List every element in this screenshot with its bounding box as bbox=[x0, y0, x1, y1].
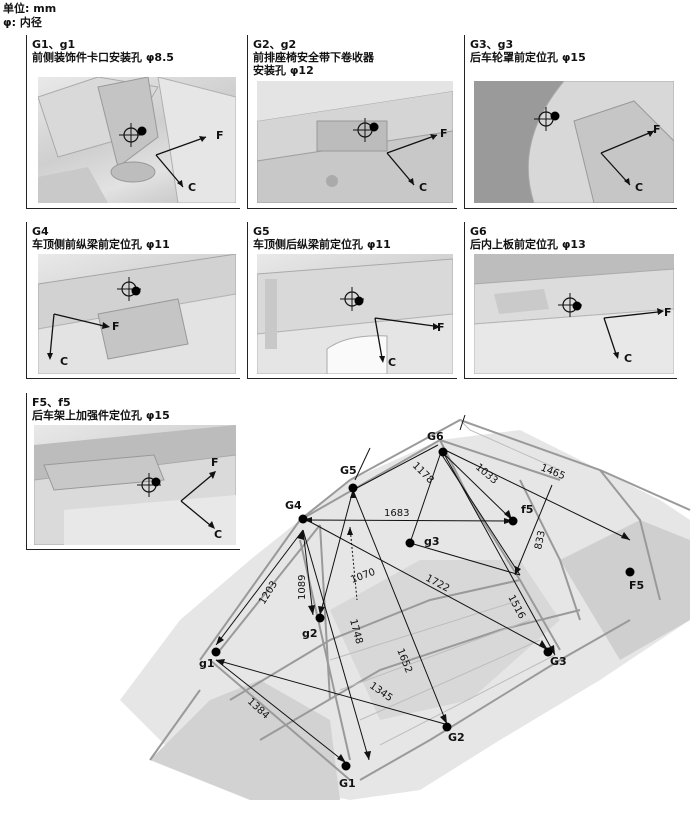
point-label-G4: G4 bbox=[285, 499, 302, 512]
panel-g4-title: G4 车顶侧前纵梁前定位孔 φ11 bbox=[32, 225, 170, 251]
panel-f5-photo bbox=[34, 425, 236, 545]
panel-f5-frame bbox=[26, 393, 240, 550]
panel-g1: G1、g1 前侧装饰件卡口安装孔 φ8.5 F C bbox=[26, 35, 241, 210]
panel-g3-id: G3、g3 bbox=[470, 38, 514, 51]
panel-g1-id: G1、g1 bbox=[32, 38, 76, 51]
panel-g4: G4 车顶侧前纵梁前定位孔 φ11 F C bbox=[26, 222, 241, 380]
panel-g4-id: G4 bbox=[32, 225, 49, 238]
panel-g5-frame bbox=[247, 222, 457, 379]
panel-g4-desc: 车顶侧前纵梁前定位孔 φ11 bbox=[32, 238, 170, 251]
panel-g6: G6 后内上板前定位孔 φ13 F C bbox=[464, 222, 694, 380]
phi-legend: φ: 内径 bbox=[3, 16, 42, 29]
panel-g4-marker bbox=[47, 277, 141, 360]
point-label-f5: f5 bbox=[521, 503, 533, 516]
point-label-G6: G6 bbox=[427, 430, 444, 443]
point-label-G2: G2 bbox=[448, 731, 465, 744]
panel-g6-frame bbox=[464, 222, 677, 379]
axis-f-label: F bbox=[653, 123, 661, 136]
panel-g6-desc: 后内上板前定位孔 φ13 bbox=[470, 238, 586, 251]
panel-g1-desc: 前侧装饰件卡口安装孔 φ8.5 bbox=[32, 51, 174, 64]
axis-f-label: F bbox=[437, 321, 445, 334]
panel-g2-photo bbox=[257, 81, 453, 203]
panel-g6-marker bbox=[558, 293, 664, 359]
panel-g3-title: G3、g3 后车轮罩前定位孔 φ15 bbox=[470, 38, 586, 64]
point-label-G3: G3 bbox=[550, 655, 567, 668]
axis-f-label: F bbox=[216, 129, 224, 142]
panel-g5-id: G5 bbox=[253, 225, 270, 238]
panel-g1-title: G1、g1 前侧装饰件卡口安装孔 φ8.5 bbox=[32, 38, 174, 64]
panel-g3-marker bbox=[534, 107, 655, 186]
panel-g2-marker bbox=[353, 118, 438, 186]
point-label-g3: g3 bbox=[424, 535, 440, 548]
panel-g5-title: G5 车顶侧后纵梁前定位孔 φ11 bbox=[253, 225, 391, 251]
panel-g4-frame bbox=[26, 222, 240, 379]
panel-g6-title: G6 后内上板前定位孔 φ13 bbox=[470, 225, 586, 251]
axis-c-label: C bbox=[419, 181, 428, 194]
panel-g2: G2、g2 前排座椅安全带下卷收器 安装孔 φ12 F C bbox=[247, 35, 458, 210]
axis-c-label: C bbox=[214, 528, 223, 541]
dim-833: 833 bbox=[533, 530, 548, 551]
point-label-F5: F5 bbox=[629, 579, 644, 592]
axis-f-label: F bbox=[112, 320, 120, 333]
point-label-G1: G1 bbox=[339, 777, 356, 790]
panel-g2-id: G2、g2 bbox=[253, 38, 297, 51]
panel-f5-title: F5、f5 后车架上加强件定位孔 φ15 bbox=[32, 396, 170, 422]
panel-f5-desc: 后车架上加强件定位孔 φ15 bbox=[32, 409, 170, 422]
panel-g1-marker bbox=[119, 123, 207, 188]
panel-g5-desc: 车顶侧后纵梁前定位孔 φ11 bbox=[253, 238, 391, 251]
panel-g3-frame bbox=[464, 35, 677, 209]
panel-g2-desc: 前排座椅安全带下卷收器 bbox=[253, 51, 374, 64]
panel-g2-title: G2、g2 前排座椅安全带下卷收器 安装孔 φ12 bbox=[253, 38, 374, 77]
unit-legend: 单位: mm bbox=[3, 2, 57, 15]
panel-g5-photo bbox=[257, 254, 453, 374]
axis-c-label: C bbox=[388, 356, 397, 369]
axis-f-label: F bbox=[440, 127, 448, 140]
panel-g1-frame bbox=[26, 35, 240, 209]
point-label-g1: g1 bbox=[199, 657, 215, 670]
axis-f-label: F bbox=[211, 456, 219, 469]
axis-c-label: C bbox=[60, 355, 69, 368]
axis-f-label: F bbox=[664, 306, 672, 319]
panel-g3-photo bbox=[474, 81, 674, 203]
dim-1683: 1683 bbox=[384, 508, 409, 519]
panel-g3: G3、g3 后车轮罩前定位孔 φ15 F C bbox=[464, 35, 694, 210]
panel-g2-desc2: 安装孔 φ12 bbox=[253, 64, 314, 77]
panel-g5: G5 车顶侧后纵梁前定位孔 φ11 F C bbox=[247, 222, 458, 380]
panel-f5-id: F5、f5 bbox=[32, 396, 71, 409]
axis-c-label: C bbox=[635, 181, 644, 194]
dim-1089: 1089 bbox=[297, 575, 308, 600]
panel-g6-photo bbox=[474, 254, 674, 374]
axis-c-label: C bbox=[188, 181, 197, 194]
panel-f5: F5、f5 后车架上加强件定位孔 φ15 F C bbox=[26, 393, 241, 551]
point-label-G5: G5 bbox=[340, 464, 357, 477]
panel-f5-marker bbox=[137, 471, 216, 529]
axis-c-label: C bbox=[624, 352, 633, 365]
panel-g2-frame bbox=[247, 35, 457, 209]
panel-g3-desc: 后车轮罩前定位孔 φ15 bbox=[470, 51, 586, 64]
point-label-g2: g2 bbox=[302, 627, 318, 640]
panel-g6-id: G6 bbox=[470, 225, 487, 238]
panel-g5-marker bbox=[340, 287, 440, 363]
measure-points bbox=[211, 447, 635, 771]
